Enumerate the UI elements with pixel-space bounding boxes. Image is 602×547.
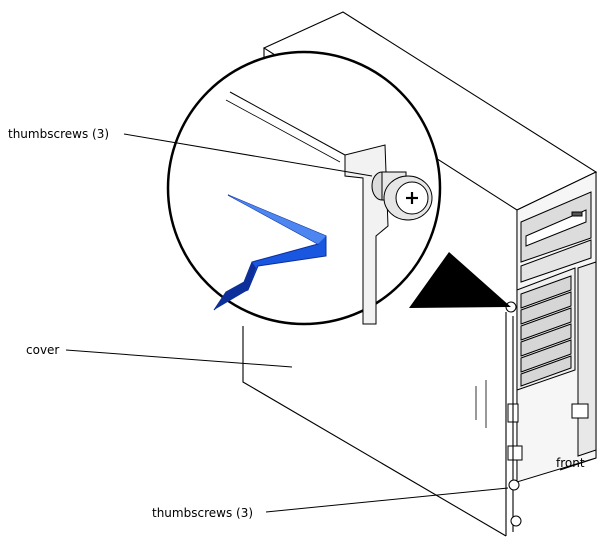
- label-thumbscrews-bottom: thumbscrews (3): [152, 506, 254, 520]
- label-cover: cover: [26, 343, 60, 357]
- leader-cover: [65, 349, 293, 368]
- label-thumbscrews-top: thumbscrews (3): [8, 127, 110, 141]
- removal-arrow-icon: [213, 194, 327, 311]
- drive-cage: [516, 267, 576, 391]
- callout-content: [213, 91, 433, 325]
- thumbscrew-middle: [508, 479, 520, 491]
- label-front: front: [556, 456, 585, 470]
- leader-thumbscrews-bottom: [265, 487, 509, 513]
- leader-lines: [65, 133, 509, 513]
- thumbscrew-closeup: [371, 171, 433, 221]
- thumbscrew-bottom: [510, 515, 522, 527]
- optical-drive: [520, 191, 592, 263]
- leader-thumbscrews-top: [123, 133, 373, 177]
- front-panel: [507, 171, 597, 483]
